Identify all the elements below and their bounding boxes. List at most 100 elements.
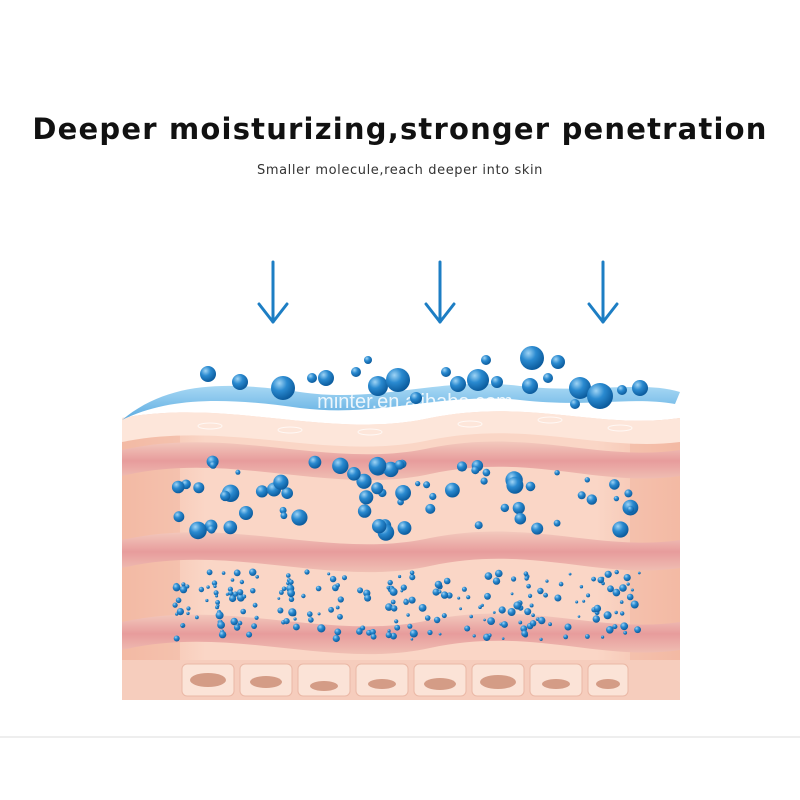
molecule [207,525,216,534]
molecule [524,608,532,616]
molecule [227,586,233,592]
molecule [501,621,508,628]
molecule [592,615,600,623]
molecule [492,577,501,585]
molecule [329,575,337,583]
molecule [434,580,443,589]
molecule [498,606,506,614]
molecule [395,485,411,501]
molecule [450,376,466,392]
molecule [391,605,398,612]
molecule [614,569,619,575]
molecule [623,630,628,635]
molecule [607,585,614,593]
molecule [223,520,238,535]
molecule [591,576,596,582]
molecule [250,588,256,594]
molecule [215,600,221,605]
molecule [206,585,210,589]
molecule [230,578,235,582]
molecule [514,512,527,525]
molecule [492,611,496,614]
molecule [394,624,401,631]
molecule [563,634,569,640]
molecule [457,596,461,600]
molecule [537,587,544,595]
molecule [427,629,433,636]
molecule [273,474,289,490]
molecule [225,592,229,596]
molecule [400,584,407,591]
molecule [481,355,491,365]
molecule [632,380,648,396]
molecule [630,600,639,609]
molecule [364,356,372,364]
molecule [308,455,322,469]
molecule [586,494,597,505]
molecule [554,594,562,602]
molecule [286,573,291,578]
molecule [385,632,392,639]
molecule [415,481,421,487]
molecule [221,571,226,575]
molecule [213,590,219,596]
molecule [403,599,409,605]
molecule [398,574,402,579]
down-arrow-icon [587,260,619,324]
molecule [229,594,237,603]
molecule [328,606,334,613]
molecule [181,582,186,587]
molecule [390,599,396,605]
molecule [577,615,581,618]
molecule [239,506,253,520]
molecule [609,479,620,490]
molecule [501,637,505,640]
molecule [283,618,290,625]
molecule [624,489,633,498]
molecule [423,481,431,489]
molecule [575,600,579,604]
molecule [630,588,634,592]
molecule [288,608,297,617]
molecule [172,602,178,608]
molecule [337,613,343,620]
molecule [518,620,523,625]
molecule [601,635,605,639]
molecule [409,629,418,638]
molecule [371,482,384,495]
molecule [626,582,630,586]
molecule [553,519,561,527]
molecule [564,623,572,631]
molecule [526,583,531,589]
molecule [386,368,410,392]
molecule [523,571,529,576]
molecule [213,584,217,588]
molecule [206,569,213,576]
molecule [193,482,205,494]
molecule [195,615,199,620]
molecule [545,579,549,583]
water-film [122,383,680,420]
molecule [613,495,620,502]
molecule [281,586,287,592]
molecule [531,613,535,617]
molecule [529,603,534,608]
molecule [637,571,641,575]
molecule [255,575,259,579]
molecule [604,570,612,578]
molecule [368,376,388,396]
molecule [387,579,393,586]
molecule [491,376,503,388]
molecule [620,622,629,631]
molecule [255,485,269,498]
molecule [579,585,584,589]
molecule [586,593,591,598]
molecule [287,589,295,598]
molecule [606,626,614,634]
molecule [301,593,306,599]
molecule [400,589,404,593]
molecule [558,581,564,587]
molecule [471,466,480,475]
molecule [246,631,253,638]
molecule [368,456,387,475]
